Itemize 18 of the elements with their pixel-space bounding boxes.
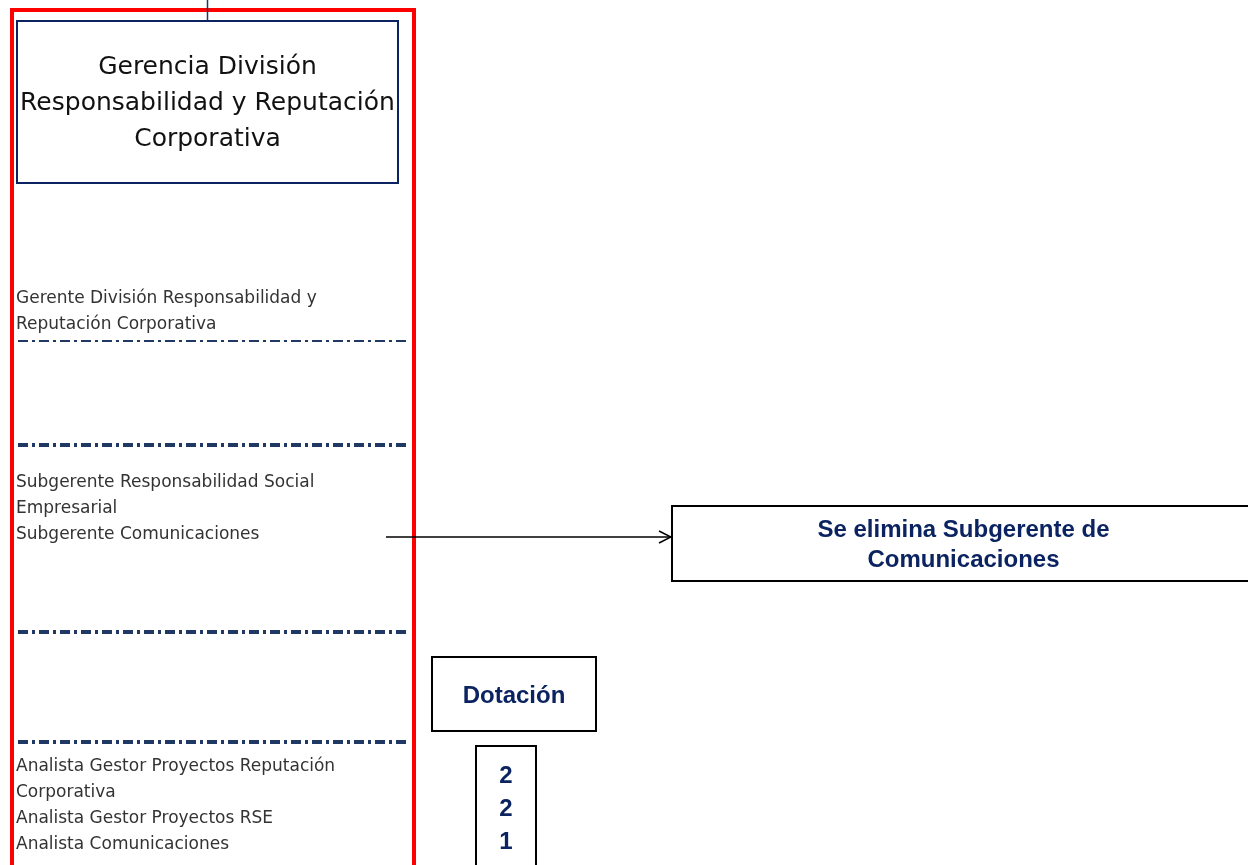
unit-box bbox=[16, 20, 399, 184]
role-text: Gerente División Responsabilidad y Reputación Corporativa bbox=[16, 286, 318, 335]
count-number: 1 bbox=[499, 826, 513, 856]
role-text: Analista Gestor Proyectos RSE bbox=[16, 806, 275, 829]
note-box bbox=[671, 505, 1248, 582]
role-text: Subgerente Responsabilidad Social Empresarial bbox=[16, 470, 316, 519]
role-text: Analista Gestor Proyectos Reputación Corporativa bbox=[16, 754, 337, 803]
count-number: 2 bbox=[499, 760, 513, 790]
role-text: Subgerente Comunicaciones bbox=[16, 522, 261, 545]
count-box bbox=[475, 745, 537, 865]
role-text: Analista Comunicaciones bbox=[16, 832, 231, 855]
box-label: Se elimina Subgerente de Comunicaciones bbox=[816, 513, 1111, 574]
header-box bbox=[431, 656, 597, 732]
box-label: Dotación bbox=[462, 679, 566, 710]
connector-line bbox=[206, 0, 209, 21]
box-label: Gerencia División Responsabilidad y Reputación Corporativa bbox=[19, 50, 396, 154]
count-number: 2 bbox=[499, 793, 513, 823]
arrow bbox=[385, 530, 672, 544]
